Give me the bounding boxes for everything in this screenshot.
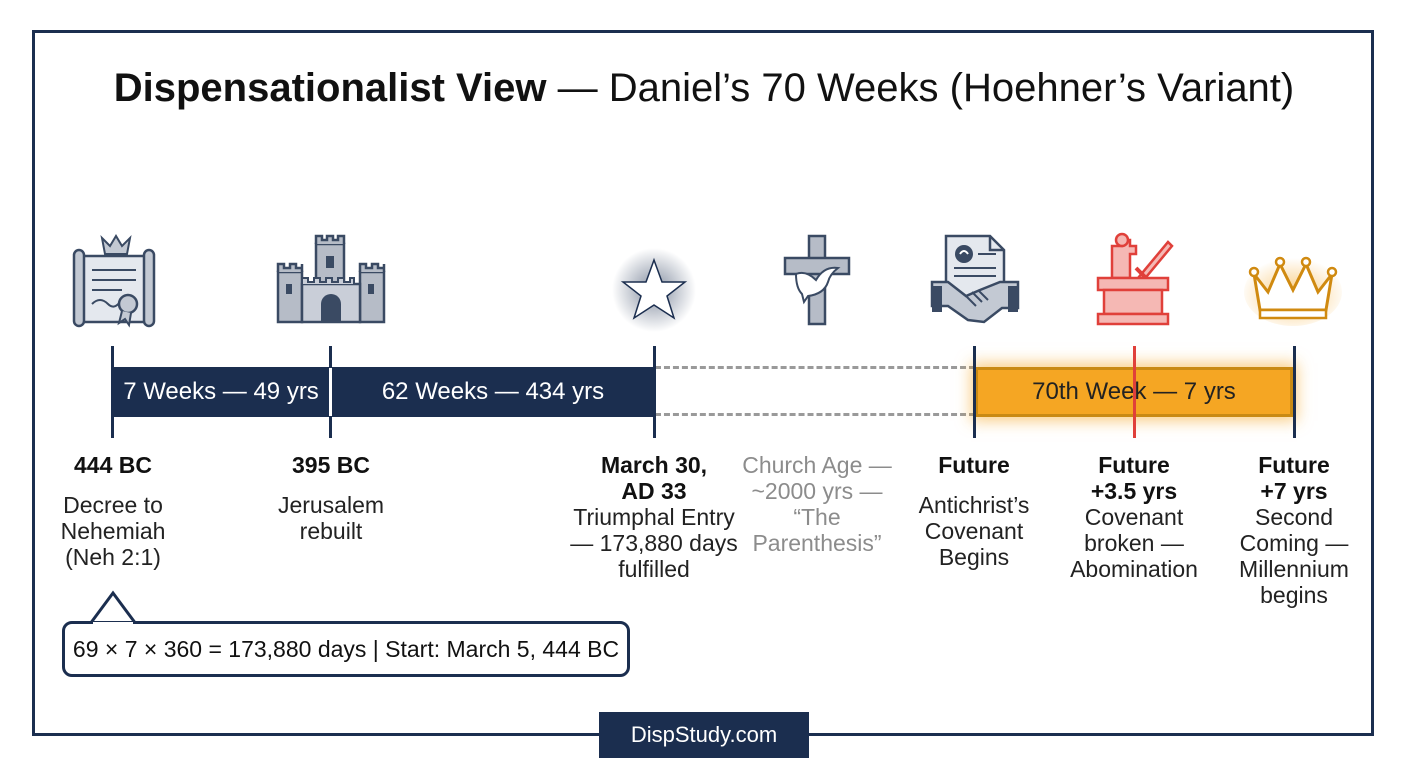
star-icon (612, 248, 696, 332)
tick-395bc-bottom (329, 416, 332, 438)
bar-sixty-two-weeks: 62 Weeks — 434 yrs (332, 367, 654, 417)
event-date: Future +3.5 yrs (1090, 452, 1178, 504)
callout-pointer (88, 590, 138, 625)
event-date: 395 BC (292, 452, 370, 478)
altar-sword-icon (1096, 232, 1174, 326)
event-desc: Covenant broken — Abomination (1070, 504, 1198, 582)
page-title: Dispensationalist View — Daniel’s 70 Wee… (0, 66, 1408, 111)
calculation-callout: 69 × 7 × 360 = 173,880 days | Start: Mar… (62, 621, 630, 677)
event-label-395bc: 395 BC Jerusalem rebuilt (236, 452, 426, 544)
event-desc: Jerusalem rebuilt (277, 492, 385, 544)
callout-joint (93, 622, 133, 626)
title-bold: Dispensationalist View (113, 66, 547, 110)
castle-icon (276, 234, 386, 324)
tick-second-coming (1293, 346, 1296, 438)
event-label-second-coming: Future +7 yrs Second Coming — Millennium… (1199, 452, 1389, 608)
event-date: Future +7 yrs (1258, 452, 1330, 504)
event-desc: Second Coming — Millennium begins (1239, 504, 1349, 608)
church-age-dashed-bottom (655, 413, 975, 416)
tick-ad33 (653, 346, 656, 438)
event-date: 444 BC (74, 452, 152, 478)
church-age-dashed-top (655, 366, 975, 369)
event-label-ad33: March 30, AD 33 Triumphal Entry — 173,88… (559, 452, 749, 582)
decree-scroll-crown-icon (72, 234, 156, 328)
event-desc: Decree to Nehemiah (Neh 2:1) (60, 492, 166, 570)
covenant-handshake-icon (930, 234, 1020, 324)
event-date: Future (938, 452, 1010, 478)
cross-dove-icon (783, 234, 851, 326)
tick-future (973, 346, 976, 438)
tick-444bc (111, 346, 114, 438)
bar-seven-weeks: 7 Weeks — 49 yrs (112, 367, 330, 417)
tick-395bc-top (329, 346, 332, 368)
footer-site-badge: DispStudy.com (599, 712, 809, 758)
crown-icon (1244, 256, 1342, 326)
event-label-future: Future Antichrist’s Covenant Begins (879, 452, 1069, 570)
event-desc: Church Age — ~2000 yrs — “The Parenthesi… (742, 452, 892, 556)
event-date: March 30, AD 33 (600, 452, 708, 504)
title-rest: — Daniel’s 70 Weeks (Hoehner’s Variant) (546, 66, 1295, 110)
event-desc: Triumphal Entry — 173,880 days fulfilled (570, 504, 738, 582)
event-label-midpoint: Future +3.5 yrs Covenant broken — Abomin… (1039, 452, 1229, 582)
tick-395bc (329, 346, 332, 438)
tick-midpoint (1133, 346, 1136, 438)
event-label-church-age: Church Age — ~2000 yrs — “The Parenthesi… (717, 452, 917, 556)
event-label-444bc: 444 BC Decree to Nehemiah (Neh 2:1) (18, 452, 208, 570)
event-desc: Antichrist’s Covenant Begins (918, 492, 1030, 570)
